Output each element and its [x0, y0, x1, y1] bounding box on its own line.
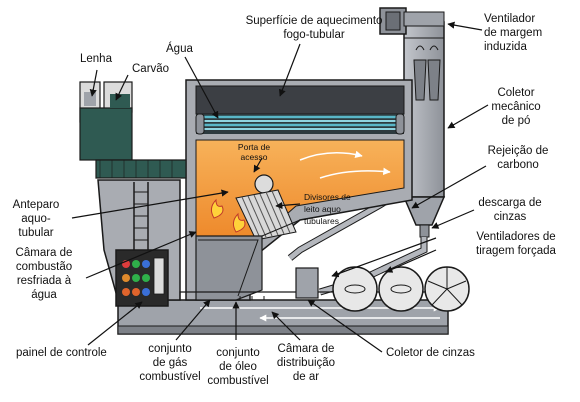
label-painel: painel de controle [16, 347, 107, 359]
label-ventiladores-1: Ventiladores de [476, 231, 555, 243]
label-rejeicao-2: carbono [497, 159, 539, 171]
fire-tube-surface [195, 85, 405, 115]
label-porta-2: acesso [241, 152, 268, 162]
coal-hopper [79, 107, 133, 161]
label-descarga-1: descarga de [478, 197, 541, 209]
label-camara-comb-1: Câmara de [16, 247, 73, 259]
label-anteparo-1: Anteparo [13, 199, 60, 211]
diagram-labels: Lenha Carvão Superfície de aquecimento f… [13, 13, 557, 387]
label-ventilador-2: de margem [484, 27, 542, 39]
label-camara-dist-2: distribuição [277, 357, 335, 369]
label-lenha: Lenha [80, 53, 113, 65]
label-rejeicao-1: Rejeição de [488, 145, 549, 157]
label-coletor-mec-1: Coletor [497, 87, 534, 99]
label-porta-1: Porta de [238, 142, 270, 152]
label-ventiladores-2: tiragem forçada [476, 245, 557, 257]
label-agua: Água [166, 42, 193, 55]
ash-collector [295, 267, 319, 299]
label-camara-comb-4: água [31, 289, 57, 301]
label-descarga-2: cinzas [494, 211, 527, 223]
water-tubes [195, 113, 405, 135]
label-oleo-2: de óleo [219, 361, 257, 373]
label-camara-comb-2: combustão [16, 261, 72, 273]
access-door [254, 174, 274, 194]
label-coletor-cinzas: Coletor de cinzas [386, 347, 475, 359]
label-camara-comb-3: resfriada à [17, 275, 72, 287]
label-divisores-3: tubulares [304, 216, 339, 226]
label-anteparo-2: aquo- [21, 213, 51, 225]
label-coletor-mec-2: mecânico [491, 101, 540, 113]
label-divisores-2: leito aquo [304, 204, 341, 214]
label-gas-1: conjunto [148, 343, 191, 355]
label-camara-dist-3: de ar [293, 371, 319, 383]
firebox [195, 139, 405, 237]
flame-icon [210, 198, 246, 233]
label-superficie-1: Superfície de aquecimento [246, 15, 383, 27]
label-oleo-3: combustível [207, 375, 268, 387]
label-divisores-1: Divisores de [304, 192, 351, 202]
label-anteparo-3: tubular [18, 227, 53, 239]
label-gas-3: combustível [139, 371, 200, 383]
fan-icon [332, 266, 470, 312]
control-panel [115, 249, 169, 307]
label-ventilador-3: induzida [484, 41, 527, 53]
label-ventilador-1: Ventilador [484, 13, 535, 25]
label-oleo-1: conjunto [216, 347, 259, 359]
label-coletor-mec-3: de pó [502, 115, 531, 127]
label-carvao: Carvão [132, 63, 169, 75]
label-gas-2: de gás [153, 357, 188, 369]
label-superficie-2: fogo-tubular [283, 29, 345, 41]
label-camara-dist-1: Câmara de [278, 343, 335, 355]
